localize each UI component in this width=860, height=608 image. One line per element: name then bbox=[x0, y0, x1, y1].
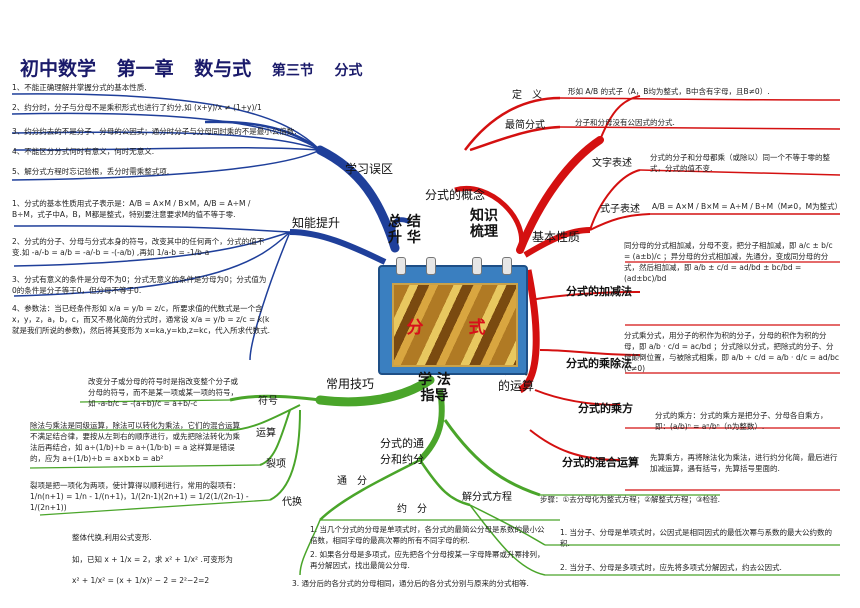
basic-text-content: 分式的分子和分母都乘（或除以）同一个不等于零的整式，分式的值不变. bbox=[650, 153, 830, 173]
ability-item: 2、分式的分子、分母与分式本身的符号，改变其中的任何两个，分式的值不变.如 -a… bbox=[12, 237, 265, 257]
misconception-item: 1、不能正确理解并掌握分式的基本性质. bbox=[12, 83, 147, 92]
branch-common-line2: 分和约分 bbox=[380, 453, 424, 466]
branch-skills: 常用技巧 bbox=[326, 377, 375, 391]
center-calendar-body bbox=[378, 265, 528, 375]
calendar-ring bbox=[502, 257, 512, 275]
branch-concept: 分式的概念 bbox=[425, 188, 486, 202]
concept-definition-text: 形如 A/B 的式子（A，B均为整式，B中含有字母，且B≠0）. bbox=[568, 87, 770, 96]
hub-method: 学 法 指导 bbox=[418, 372, 451, 404]
tongfen-item: 1. 当几个分式的分母是单项式时，各分式的最简公分母是系数的最小公倍数，相同字母… bbox=[310, 525, 545, 545]
common-tongfen-label: 通 分 bbox=[337, 476, 367, 487]
operation-content: 分式的乘方：分式的乘方是把分子、分母各自乘方，即：(a/b)ⁿ = aⁿ/bⁿ（… bbox=[655, 411, 828, 431]
operation-content: 分式乘分式，用分子的积作为积的分子，分母的积作为积的分母，即 a/b · c/d… bbox=[624, 331, 840, 373]
concept-simplest-text: 分子和分母没有公因式的分式. bbox=[575, 118, 675, 127]
skill-split-text: 裂项是把一项化为两项，使计算得以顺利进行，常用的裂项有：1/n(n+1) = 1… bbox=[30, 481, 249, 512]
yuefen-item: 2. 当分子、分母是多项式时，应先将多项式分解因式，约去公因式. bbox=[560, 563, 782, 572]
branch-common-line1: 分式的通 bbox=[380, 437, 424, 450]
basic-formula-content: A/B = A×M / B×M = A÷M / B÷M（M≠0，M为整式） bbox=[652, 202, 843, 211]
title-course: 初中数学 bbox=[20, 58, 97, 80]
skill-sign-label: 符号 bbox=[258, 396, 278, 407]
ability-item: 4、参数法：当已经条件形如 x/a = y/b = z/c，所要求值的代数式是一… bbox=[12, 304, 271, 335]
hub-summary-line2: 升 华 bbox=[388, 230, 421, 246]
title-section: 第三节 bbox=[271, 63, 314, 79]
concept-definition-label: 定 义 bbox=[512, 90, 542, 101]
operation-label: 分式的乘方 bbox=[578, 402, 633, 415]
operation-content: 同分母的分式相加减，分母不变，把分子相加减，即 a/c ± b/c = (a±b… bbox=[624, 241, 833, 283]
calendar-ring bbox=[472, 257, 482, 275]
branch-operation-line2: 的运算 bbox=[498, 379, 535, 393]
hub-method-line2: 指导 bbox=[420, 388, 449, 404]
operation-label: 分式的加减法 bbox=[566, 285, 632, 298]
skill-sign-text: 改变分子或分母的符号时是指改变整个分子或分母的符号，而不是某一项或某一项的符号，… bbox=[88, 377, 238, 408]
center-title: 分 式 bbox=[406, 318, 500, 338]
skill-operation-text: 除法与乘法是同级运算，除法可以转化为乘法，它们的混合运算不满足结合律，要按从左到… bbox=[30, 421, 240, 463]
skill-operation-label: 运算 bbox=[256, 428, 276, 439]
operation-label: 分式的混合运算 bbox=[562, 456, 639, 469]
branch-basic-property: 基本性质 bbox=[532, 230, 581, 244]
misconception-item: 3、约分约去的不是分子、分母的公因式；通分时分子与分母同时乘的不是最小公倍数. bbox=[12, 127, 297, 136]
hub-knowledge: 知识 梳理 bbox=[470, 208, 498, 240]
title-topic: 分式 bbox=[334, 63, 363, 79]
skill-substitution-label: 代换 bbox=[282, 497, 302, 508]
misconception-item: 4、不能区分分式何时有意义，何时无意义. bbox=[12, 147, 155, 156]
page-title: 初中数学 第一章 数与式 第三节 分式 bbox=[20, 54, 377, 81]
center-node: 分 式 bbox=[378, 257, 528, 377]
skill-split-label: 裂项 bbox=[266, 459, 286, 470]
tongfen-item: 3. 通分后的各分式的分母相同，通分后的各分式分别与原来的分式相等. bbox=[292, 579, 529, 588]
operation-label: 分式的乘除法 bbox=[566, 357, 632, 370]
skill-substitution-formula: x² + 1/x² = (x + 1/x)² − 2 = 2²−2=2 bbox=[72, 576, 210, 585]
equation-label: 解分式方程 bbox=[462, 492, 512, 503]
basic-text-label: 文字表述 bbox=[592, 158, 632, 169]
ability-item: 1、分式的基本性质用式子表示是：A/B = A×M / B×M，A/B = A÷… bbox=[12, 199, 251, 219]
hub-summary: 总 结 升 华 bbox=[388, 214, 421, 246]
tongfen-item: 2. 如果各分母是多项式，应先把各个分母按某一字母降幂或升幂排列，再分解因式，找… bbox=[310, 550, 545, 570]
misconception-item: 5、解分式方程时忘记验根，丢分时需乘整式项. bbox=[12, 167, 170, 176]
branch-ability: 知能提升 bbox=[292, 216, 341, 230]
equation-text: 步骤：①去分母化为整式方程；②解整式方程；③检验. bbox=[540, 495, 721, 504]
calendar-ring bbox=[396, 257, 406, 275]
skill-substitution-text: 整体代换,利用公式变形. bbox=[72, 533, 152, 542]
title-chapter-name: 数与式 bbox=[194, 58, 252, 80]
yuefen-item: 1. 当分子、分母是单项式时，公因式是相同因式的最低次幂与系数的最大公约数的积. bbox=[560, 528, 833, 548]
center-calendar-image bbox=[392, 283, 518, 367]
branch-misconception: 学习误区 bbox=[345, 162, 394, 176]
hub-knowledge-line1: 知识 bbox=[470, 208, 498, 224]
branch-common: 分式的通 分和约分 bbox=[380, 436, 424, 468]
hub-knowledge-line2: 梳理 bbox=[470, 224, 498, 240]
ability-item: 3、分式有意义的条件是分母不为0；分式无意义的条件是分母为0；分式值为0的条件是… bbox=[12, 275, 267, 295]
hub-summary-line1: 总 结 bbox=[388, 214, 421, 230]
hub-method-line1: 学 法 bbox=[418, 372, 451, 388]
calendar-ring bbox=[426, 257, 436, 275]
skill-substitution-example: 如，已知 x + 1/x = 2，求 x² + 1/x² .可变形为 bbox=[72, 555, 233, 564]
operation-content: 先算乘方，再将除法化为乘法，进行约分化简，最后进行加减运算，遇有括号，先算括号里… bbox=[650, 453, 838, 473]
title-chapter: 第一章 bbox=[116, 58, 174, 80]
misconception-item: 2、约分时，分子与分母不是乘积形式也进行了约分,如 (x+y)/x ≠ (1+y… bbox=[12, 103, 262, 112]
basic-formula-label: 式子表述 bbox=[600, 204, 640, 215]
common-yuefen-label: 约 分 bbox=[397, 504, 427, 515]
concept-simplest-label: 最简分式 bbox=[505, 120, 545, 131]
